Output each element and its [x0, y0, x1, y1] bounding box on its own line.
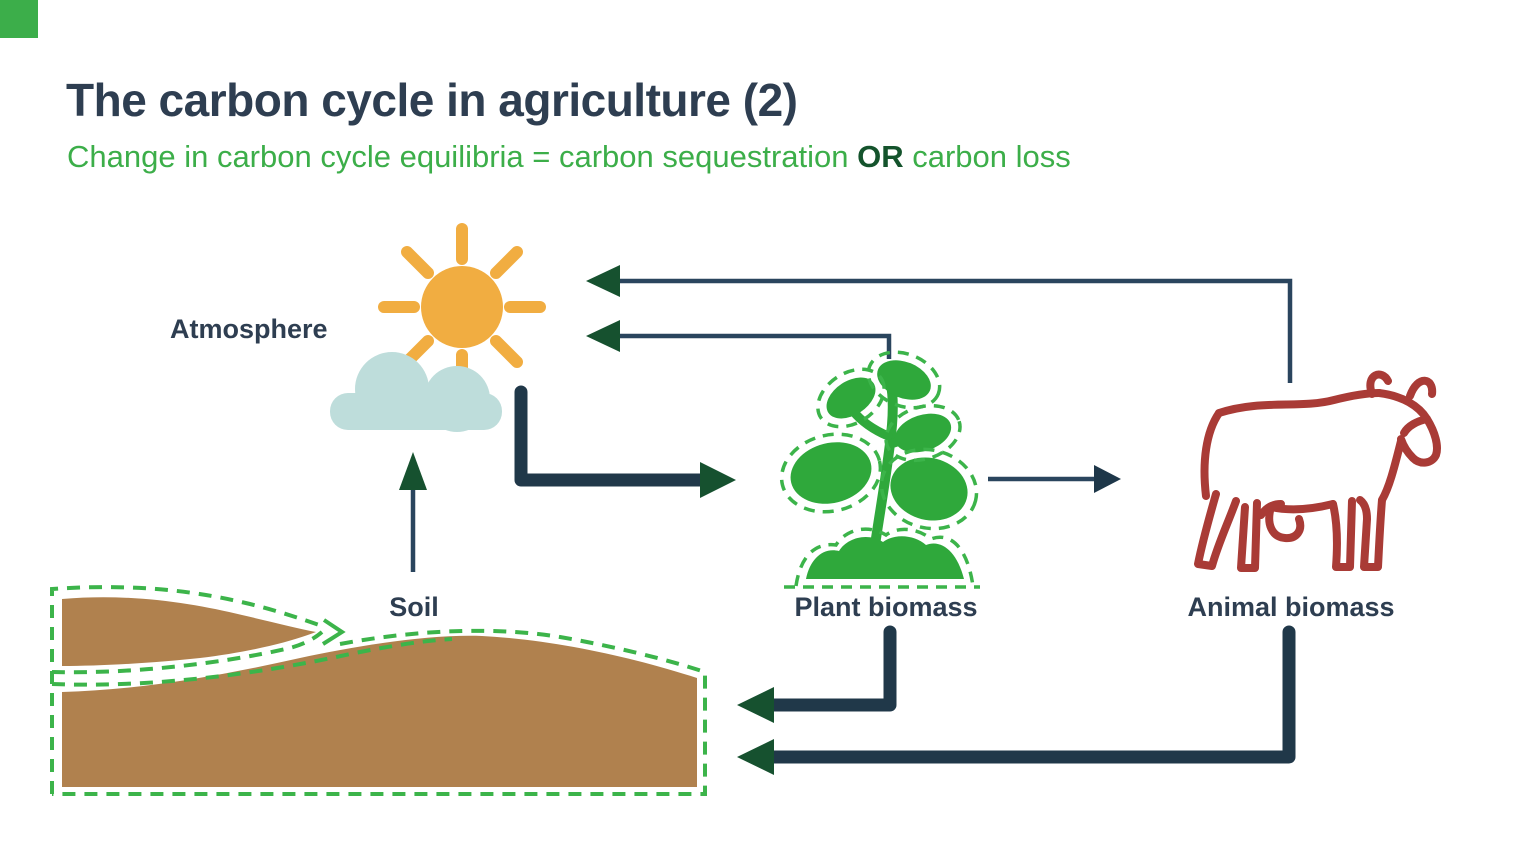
arrow-plant-to-soil	[737, 625, 897, 723]
soil-top-layer	[62, 597, 316, 666]
subtitle-suffix: carbon loss	[903, 139, 1071, 174]
arrowhead	[700, 462, 736, 498]
arrow-animal-to-atmosphere	[586, 265, 1293, 383]
label-soil: Soil	[389, 592, 439, 622]
arrow-plant-to-atmosphere	[586, 320, 892, 359]
label-animal-biomass: Animal biomass	[1187, 592, 1395, 622]
slide-subtitle: Change in carbon cycle equilibria = carb…	[67, 139, 1071, 175]
label-atmosphere: Atmosphere	[170, 314, 328, 344]
arrowhead	[737, 739, 774, 775]
cloud-icon	[330, 352, 502, 432]
arrowhead	[586, 320, 620, 352]
soil-dashed-arrowhead	[321, 618, 346, 646]
arrow-atmosphere-to-plant	[514, 385, 736, 498]
arrow-plant-to-animal	[988, 465, 1121, 493]
arrow-animal-to-soil	[737, 625, 1296, 775]
slide-title: The carbon cycle in agriculture (2)	[66, 73, 798, 126]
soil-icon	[50, 585, 707, 796]
label-plant-biomass: Plant biomass	[794, 592, 978, 622]
subtitle-or-emphasis: OR	[857, 139, 904, 174]
soil-dashed-outline	[50, 585, 707, 796]
plant-dashed-outline	[779, 350, 980, 589]
plant-icon	[779, 350, 980, 589]
arrowhead	[1094, 465, 1121, 493]
subtitle-prefix: Change in carbon cycle equilibria = carb…	[67, 139, 858, 174]
corner-accent-square	[0, 0, 38, 38]
soil-mound	[62, 635, 697, 787]
arrowhead	[399, 452, 427, 490]
arrowhead	[737, 687, 774, 723]
arrow-soil-to-atmosphere	[399, 452, 427, 572]
sun-icon	[378, 223, 546, 391]
cow-icon	[1194, 370, 1441, 572]
arrowhead	[586, 265, 620, 297]
